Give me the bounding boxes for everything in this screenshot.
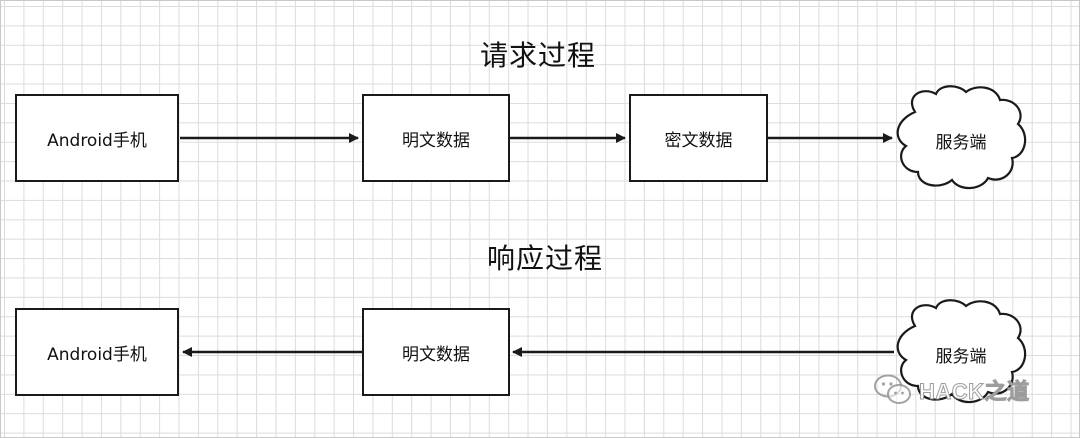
server-cloud-response	[896, 299, 1027, 404]
node-server-request-label: 服务端	[935, 133, 987, 153]
node-plaintext-data-request: 明文数据	[362, 94, 510, 182]
request-title: 请求过程	[480, 39, 597, 72]
node-ciphertext-data-request-label: 密文数据	[664, 130, 733, 151]
node-android-phone-request-label: Android手机	[47, 130, 147, 151]
node-plaintext-data-response-label: 明文数据	[402, 344, 470, 365]
response-title: 响应过程	[487, 242, 604, 275]
node-ciphertext-data-request: 密文数据	[629, 94, 768, 182]
server-cloud-request	[896, 85, 1027, 190]
watermark-text: HACK之道	[919, 379, 1030, 405]
node-android-phone-response-label: Android手机	[47, 344, 147, 365]
node-plaintext-data-request-label: 明文数据	[402, 130, 470, 151]
wechat-icon	[874, 374, 911, 404]
node-plaintext-data-response: 明文数据	[362, 308, 510, 396]
node-android-phone-response: Android手机	[15, 308, 179, 396]
node-android-phone-request: Android手机	[15, 94, 179, 182]
node-server-response-label: 服务端	[935, 347, 987, 367]
watermark: HACK之道	[873, 373, 1030, 407]
